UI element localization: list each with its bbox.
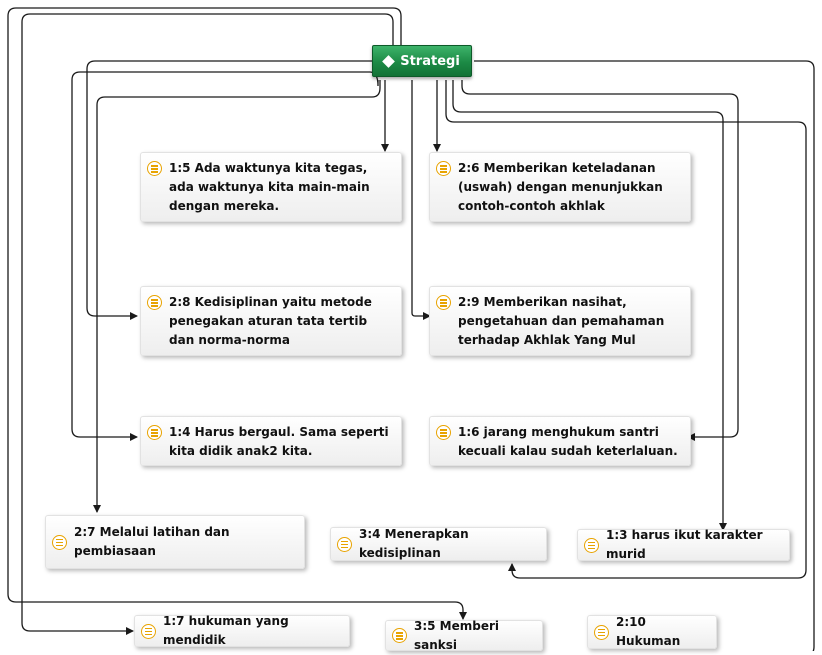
- memo-icon: [584, 537, 599, 553]
- connector-3-4: [445, 80, 807, 579]
- memo-icon: [594, 624, 609, 640]
- memo-icon: [337, 536, 352, 552]
- connector-1-6: [461, 80, 739, 441]
- diamond-icon: [382, 54, 396, 68]
- node-1-7-text: 1:7 hukuman yang mendidik: [163, 614, 289, 647]
- node-3-5-text: 3:5 Memberi sanksi: [414, 618, 500, 652]
- memo-icon: [52, 534, 67, 550]
- node-3-4-text: 3:4 Menerapkan kedisiplinan: [359, 527, 469, 560]
- node-2-6[interactable]: 2:6 Memberikan keteladanan (uswah) denga…: [429, 152, 691, 222]
- strategi-root-node[interactable]: Strategi: [372, 45, 472, 77]
- memo-icon: [147, 425, 162, 440]
- node-2-8[interactable]: 2:8 Kedisiplinan yaitu metode penegakan …: [140, 286, 402, 356]
- memo-icon: [147, 295, 162, 310]
- node-1-5[interactable]: 1:5 Ada waktunya kita tegas, ada waktuny…: [140, 152, 402, 222]
- connector-2-9: [411, 80, 431, 320]
- connector-2-10: [474, 60, 815, 651]
- memo-icon: [147, 161, 162, 176]
- node-3-5[interactable]: 3:5 Memberi sanksi: [385, 619, 543, 652]
- node-1-7[interactable]: 1:7 hukuman yang mendidik: [134, 614, 350, 647]
- node-1-4[interactable]: 1:4 Harus bergaul. Sama seperti kita did…: [140, 416, 402, 466]
- node-1-6-text: 1:6 jarang menghukum santri kecuali kala…: [458, 425, 678, 458]
- node-2-7-text: 2:7 Melalui latihan dan pembiasaan: [74, 525, 230, 558]
- connector-1-7: [21, 13, 394, 635]
- node-2-8-text: 2:8 Kedisiplinan yaitu metode penegakan …: [169, 295, 372, 347]
- memo-icon: [141, 623, 156, 639]
- memo-icon: [436, 425, 451, 440]
- node-2-9[interactable]: 2:9 Memberikan nasihat, pengetahuan dan …: [429, 286, 691, 356]
- node-1-4-text: 1:4 Harus bergaul. Sama seperti kita did…: [169, 425, 389, 458]
- memo-icon: [436, 161, 451, 176]
- node-2-6-text: 2:6 Memberikan keteladanan (uswah) denga…: [458, 161, 663, 213]
- node-1-3[interactable]: 1:3 harus ikut karakter murid: [577, 528, 790, 561]
- root-label: Strategi: [400, 53, 460, 69]
- memo-icon: [436, 295, 451, 310]
- node-1-6[interactable]: 1:6 jarang menghukum santri kecuali kala…: [429, 416, 691, 466]
- node-2-10[interactable]: 2:10 Hukuman: [587, 615, 717, 649]
- node-1-5-text: 1:5 Ada waktunya kita tegas, ada waktuny…: [169, 161, 370, 213]
- memo-icon: [392, 628, 407, 643]
- connector-1-4: [71, 71, 379, 441]
- node-2-7[interactable]: 2:7 Melalui latihan dan pembiasaan: [45, 515, 305, 569]
- connector-3-5: [7, 7, 467, 620]
- connector-1-3: [452, 80, 727, 531]
- node-1-3-text: 1:3 harus ikut karakter murid: [606, 528, 763, 561]
- node-3-4[interactable]: 3:4 Menerapkan kedisiplinan: [330, 527, 547, 561]
- connector-2-7: [93, 80, 381, 513]
- node-2-9-text: 2:9 Memberikan nasihat, pengetahuan dan …: [458, 295, 665, 347]
- node-2-10-text: 2:10 Hukuman: [616, 615, 681, 648]
- connector-2-8: [86, 60, 392, 320]
